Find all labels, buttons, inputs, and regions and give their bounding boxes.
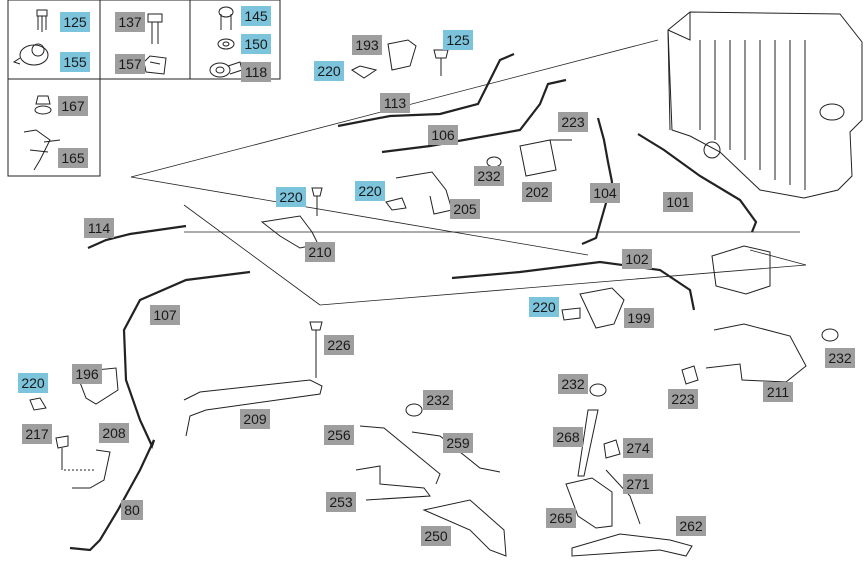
part-label[interactable]: 125 xyxy=(60,12,90,32)
part-label[interactable]: 211 xyxy=(763,382,793,402)
part-label[interactable]: 106 xyxy=(428,125,458,145)
part-label[interactable]: 102 xyxy=(622,249,652,269)
part-label[interactable]: 137 xyxy=(115,12,145,32)
part-label[interactable]: 101 xyxy=(663,192,693,212)
part-label[interactable]: 145 xyxy=(241,6,271,26)
part-label[interactable]: 265 xyxy=(546,508,576,528)
part-label[interactable]: 256 xyxy=(324,425,354,445)
part-label[interactable]: 80 xyxy=(121,500,143,520)
part-label[interactable]: 253 xyxy=(326,492,356,512)
part-label[interactable]: 226 xyxy=(324,335,354,355)
part-label[interactable]: 155 xyxy=(60,52,90,72)
part-label[interactable]: 232 xyxy=(825,348,855,368)
part-label[interactable]: 220 xyxy=(355,181,385,201)
part-label[interactable]: 223 xyxy=(558,112,588,132)
part-label[interactable]: 104 xyxy=(590,183,620,203)
part-label[interactable]: 107 xyxy=(150,305,180,325)
part-label[interactable]: 199 xyxy=(624,308,654,328)
part-label[interactable]: 259 xyxy=(443,433,473,453)
part-label[interactable]: 165 xyxy=(58,148,88,168)
part-label[interactable]: 209 xyxy=(240,409,270,429)
part-label[interactable]: 150 xyxy=(241,34,271,54)
part-label[interactable]: 125 xyxy=(443,30,473,50)
part-label[interactable]: 210 xyxy=(305,242,335,262)
part-label[interactable]: 193 xyxy=(352,35,382,55)
legend-parts xyxy=(12,6,243,171)
brackets xyxy=(29,39,839,557)
part-label[interactable]: 223 xyxy=(668,389,698,409)
part-label[interactable]: 268 xyxy=(553,427,583,447)
pipes xyxy=(69,52,758,552)
part-label[interactable]: 118 xyxy=(241,62,271,82)
part-label[interactable]: 250 xyxy=(421,526,451,546)
part-label[interactable]: 205 xyxy=(450,199,480,219)
part-label[interactable]: 220 xyxy=(314,61,344,81)
part-label[interactable]: 232 xyxy=(474,166,504,186)
part-label[interactable]: 232 xyxy=(423,390,453,410)
fuel-tank-outline xyxy=(667,11,863,199)
part-label[interactable]: 196 xyxy=(72,364,102,384)
part-label[interactable]: 113 xyxy=(380,93,410,113)
part-label[interactable]: 217 xyxy=(22,424,52,444)
part-label[interactable]: 157 xyxy=(115,54,145,74)
part-label[interactable]: 262 xyxy=(676,516,706,536)
part-label[interactable]: 220 xyxy=(18,373,48,393)
assembly-frame-lines xyxy=(130,39,807,306)
legend-frame xyxy=(7,0,281,177)
part-label[interactable]: 220 xyxy=(529,297,559,317)
part-label[interactable]: 167 xyxy=(58,96,88,116)
part-label[interactable]: 274 xyxy=(623,438,653,458)
part-label[interactable]: 232 xyxy=(558,374,588,394)
part-label[interactable]: 202 xyxy=(522,182,552,202)
part-label[interactable]: 220 xyxy=(276,187,306,207)
part-label[interactable]: 271 xyxy=(623,474,653,494)
part-label[interactable]: 114 xyxy=(84,218,114,238)
part-label[interactable]: 208 xyxy=(99,423,129,443)
